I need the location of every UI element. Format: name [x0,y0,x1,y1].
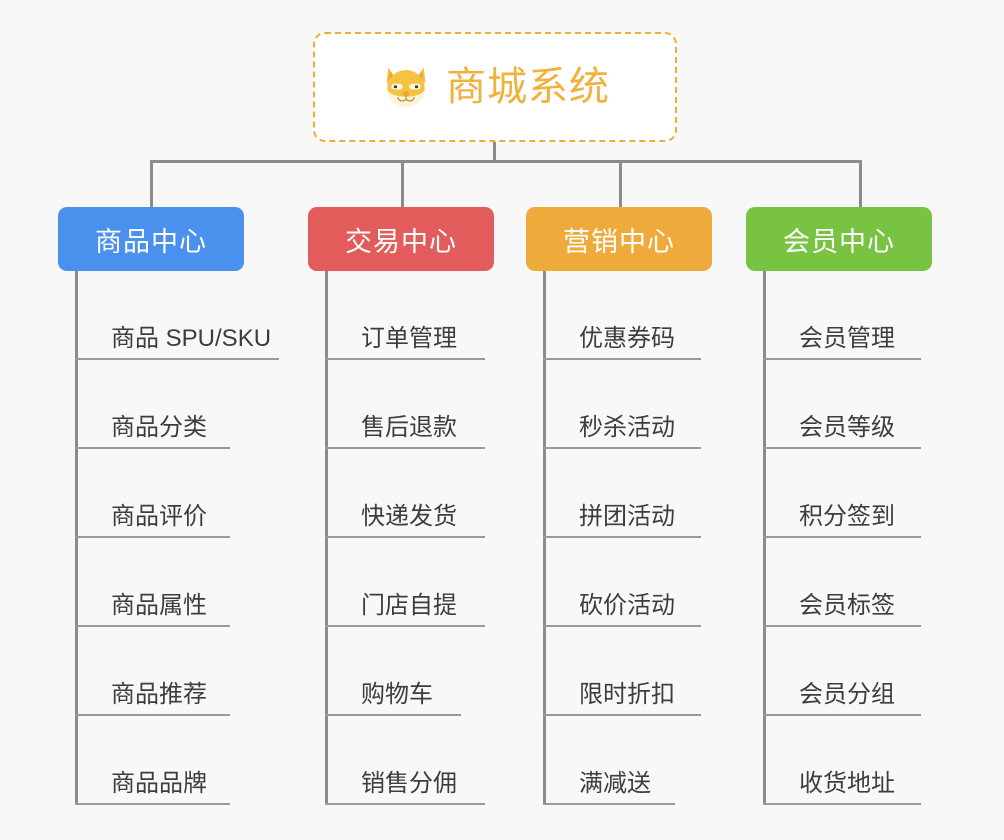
leaf-item-label: 拼团活动 [579,502,675,530]
leaf-item[interactable]: 积分签到 [763,449,921,538]
leaf-item[interactable]: 拼团活动 [543,449,701,538]
category-box-1[interactable]: 商品中心 [58,207,244,271]
leaf-item[interactable]: 商品评价 [75,449,230,538]
leaf-item-label: 会员管理 [799,324,895,352]
leaf-item[interactable]: 优惠券码 [543,271,701,360]
leaf-item[interactable]: 秒杀活动 [543,360,701,449]
leaf-item[interactable]: 商品属性 [75,538,230,627]
category-label: 营销中心 [563,226,675,257]
connector-drop-4 [859,160,862,209]
leaf-item-label: 积分签到 [799,502,895,530]
leaf-item[interactable]: 会员管理 [763,271,921,360]
leaf-item[interactable]: 订单管理 [325,271,485,360]
leaf-item-label: 优惠券码 [579,324,675,352]
leaf-item-label: 商品评价 [111,502,207,530]
leaf-item-label: 会员分组 [799,680,895,708]
category-box-3[interactable]: 营销中心 [526,207,712,271]
category-label: 商品中心 [95,226,207,257]
leaf-item-label: 商品推荐 [111,680,207,708]
leaf-item-label: 售后退款 [361,413,457,441]
root-node[interactable]: 商城系统 [313,32,677,142]
leaf-item[interactable]: 限时折扣 [543,627,701,716]
connector-drop-3 [619,160,622,209]
leaf-item[interactable]: 收货地址 [763,716,921,805]
leaf-item-label: 会员标签 [799,591,895,619]
leaf-item[interactable]: 门店自提 [325,538,485,627]
leaf-item[interactable]: 会员标签 [763,538,921,627]
leaf-item[interactable]: 快递发货 [325,449,485,538]
connector-bus [150,160,862,163]
leaf-item[interactable]: 会员等级 [763,360,921,449]
leaf-item[interactable]: 砍价活动 [543,538,701,627]
connector-drop-1 [150,160,153,209]
category-label: 交易中心 [345,226,457,257]
leaf-item[interactable]: 满减送 [543,716,675,805]
shiba-dog-icon [380,61,432,113]
leaf-item-label: 购物车 [361,680,433,708]
leaf-item-label: 收货地址 [799,769,895,797]
leaf-item-label: 商品品牌 [111,769,207,797]
category-box-2[interactable]: 交易中心 [308,207,494,271]
leaf-item[interactable]: 商品分类 [75,360,230,449]
branch-trunk [75,271,78,805]
leaf-item[interactable]: 购物车 [325,627,461,716]
leaf-item-label: 快递发货 [361,502,457,530]
leaf-item[interactable]: 商品品牌 [75,716,230,805]
leaf-item[interactable]: 商品推荐 [75,627,230,716]
leaf-item-label: 满减送 [579,769,651,797]
branch-trunk [763,271,766,805]
leaf-item-label: 限时折扣 [579,680,675,708]
leaf-item[interactable]: 销售分佣 [325,716,485,805]
connector-root-stem [493,142,496,162]
leaf-item-label: 订单管理 [361,324,457,352]
leaf-item-label: 销售分佣 [361,769,457,797]
leaf-item-label: 商品 SPU/SKU [111,324,272,352]
leaf-item-label: 门店自提 [361,591,457,619]
branch-trunk [325,271,328,805]
category-box-4[interactable]: 会员中心 [746,207,932,271]
leaf-item-label: 砍价活动 [579,591,675,619]
connector-drop-2 [401,160,404,209]
leaf-item[interactable]: 商品 SPU/SKU [75,271,279,360]
leaf-item-label: 秒杀活动 [579,413,675,441]
leaf-item-label: 商品属性 [111,591,207,619]
leaf-item-label: 会员等级 [799,413,895,441]
category-label: 会员中心 [783,226,895,257]
leaf-item[interactable]: 售后退款 [325,360,485,449]
leaf-item-label: 商品分类 [111,413,207,441]
branch-trunk [543,271,546,805]
root-title: 商城系统 [446,65,610,109]
leaf-item[interactable]: 会员分组 [763,627,921,716]
